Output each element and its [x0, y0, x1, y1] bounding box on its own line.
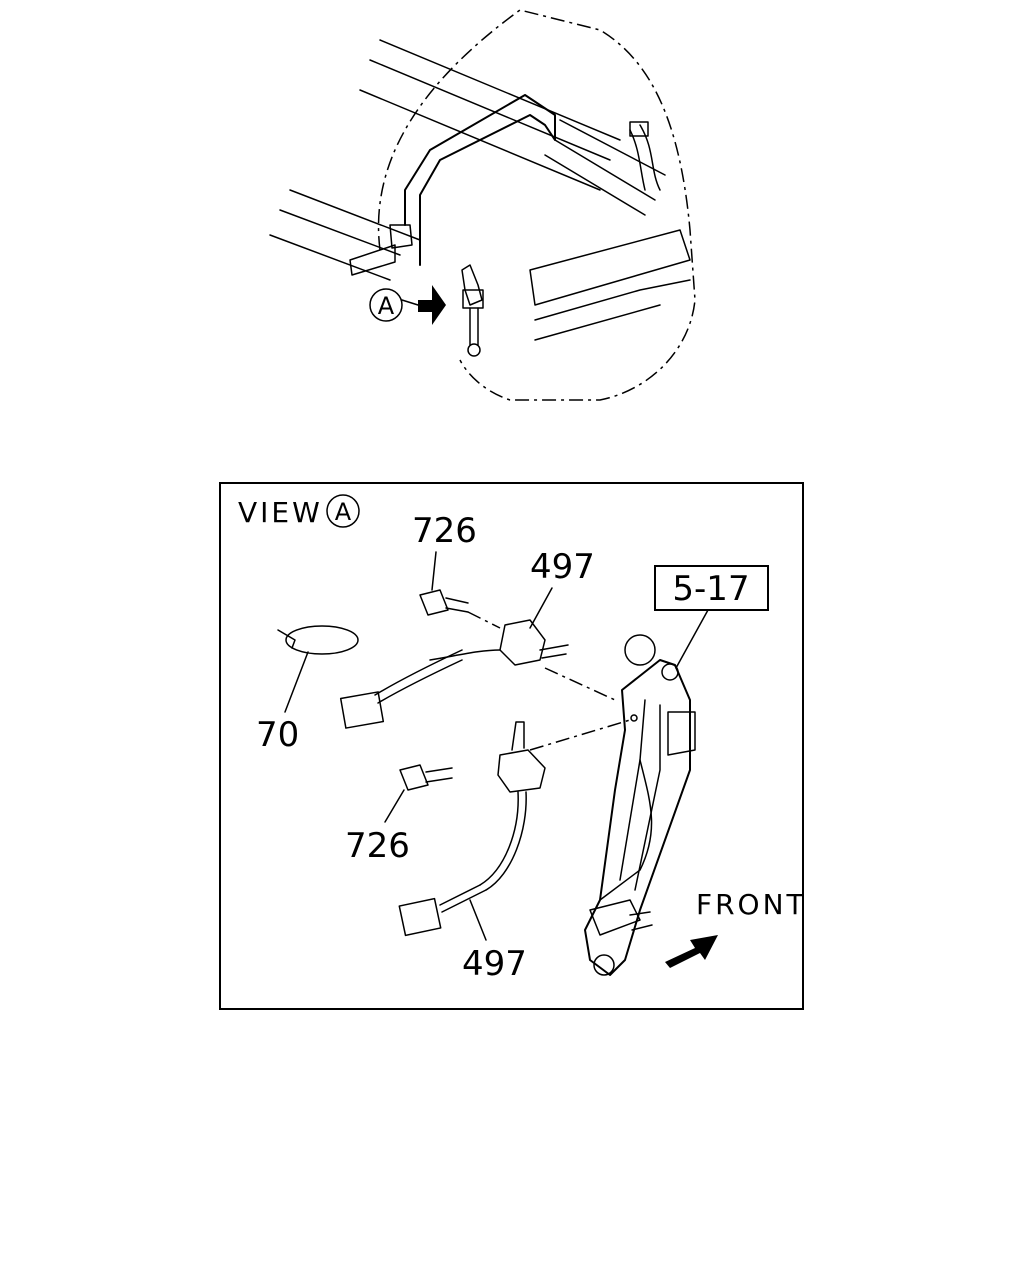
tie-head: [277, 629, 296, 649]
ref-box: [654, 565, 769, 611]
view-leader: [401, 299, 419, 306]
leader-497-upper: [529, 587, 553, 629]
switch-upper: [339, 619, 569, 729]
view-title: VIEW: [238, 496, 323, 529]
front-arrow-icon: [665, 935, 718, 968]
bolt-upper-head: [419, 589, 449, 616]
harness: [629, 124, 661, 191]
mount-bracket: [349, 244, 396, 276]
crossmember: [544, 119, 666, 216]
harness-connector: [629, 121, 649, 137]
switch-upper-nipple: [539, 644, 569, 659]
cylinder-bottom-block: [589, 899, 641, 936]
leader-497-lower: [469, 899, 487, 941]
leader-70: [284, 651, 309, 713]
tilt-cylinder-top: [461, 264, 483, 306]
ref-box-label: 5-17: [672, 569, 749, 609]
front-label: FRONT: [696, 888, 807, 921]
bumper-lines: [534, 279, 691, 341]
leader-726-lower: [384, 789, 405, 823]
callout-70: 70: [256, 715, 299, 755]
overview-illustration: A: [269, 9, 696, 401]
cylinder-bracket: [667, 711, 696, 756]
switch-mount-hole: [630, 714, 638, 722]
front-panel: [529, 229, 691, 306]
switch-lower: [398, 721, 546, 937]
switch-lower-nipple: [511, 721, 525, 751]
switch-upper-cable-a: [429, 649, 501, 661]
cylinder-fittings: [629, 911, 653, 931]
switch-lower-connector: [398, 897, 442, 937]
tilt-cylinder-rod: [469, 307, 479, 346]
cab-mount-frame: [404, 94, 556, 266]
switch-lower-cable: [479, 791, 527, 891]
align-line-lower: [529, 719, 631, 751]
view-arrow-icon: [418, 285, 446, 325]
switch-upper-cable-b: [374, 649, 463, 704]
callout-726-lower: 726: [345, 826, 410, 866]
tilt-cylinder-switch: [462, 289, 484, 309]
cylinder-body: [584, 659, 691, 976]
bolt-upper: [419, 589, 469, 616]
cylinder-pipe: [599, 759, 653, 901]
tie-loop: [285, 625, 359, 655]
align-line-upper: [467, 611, 616, 701]
switch-upper-connector: [339, 691, 385, 729]
bolt-lower-head: [399, 764, 429, 791]
ref-leader: [675, 609, 709, 669]
cylinder-top-pin: [661, 663, 679, 681]
bolt-lower-shank: [425, 767, 453, 783]
callout-497-upper: 497: [530, 547, 595, 587]
callout-726-upper: 726: [412, 511, 477, 551]
cylinder-bottom-eye: [593, 954, 615, 976]
switch-lower-body: [497, 749, 546, 793]
bolt-upper-shank: [445, 597, 469, 613]
detail-view: VIEW A 5-17 497: [219, 482, 807, 1010]
mount-block: [389, 224, 413, 249]
view-marker-label: A: [378, 292, 395, 320]
detail-view-marker-label: A: [335, 498, 352, 526]
callout-497-lower: 497: [462, 944, 527, 984]
bolt-lower: [399, 764, 453, 791]
detail-frame: [219, 482, 804, 1010]
view-marker-circle: [369, 288, 403, 322]
cab-outline: [377, 9, 696, 401]
leader-726-upper: [431, 551, 437, 591]
switch-upper-body: [499, 619, 546, 666]
tilt-cylinder: [584, 634, 696, 976]
cable-tie: [277, 625, 359, 655]
switch-lower-cable-b: [439, 884, 487, 913]
frame-rails-lower: [269, 189, 421, 281]
tilt-cylinder-eye: [467, 343, 481, 357]
cylinder-lines: [619, 699, 661, 891]
detail-view-marker-circle: [326, 494, 360, 528]
cylinder-top-eye: [624, 634, 656, 666]
